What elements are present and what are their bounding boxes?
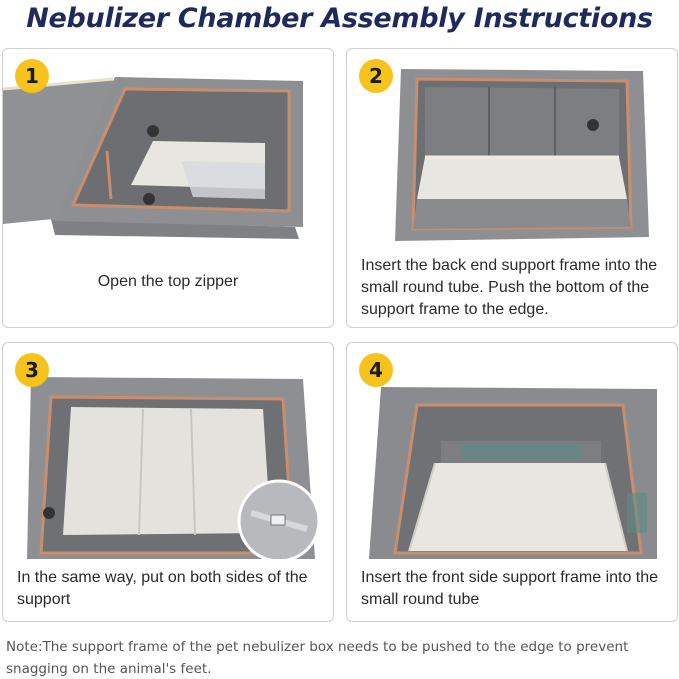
step-card-3: 3 In the same way, put on both sides of … [2,342,334,622]
step-3-photo [23,373,323,559]
step-4-photo [365,383,665,559]
note-text: Note:The support frame of the pet nebuli… [6,639,629,677]
front-frame-illustration [369,387,657,559]
step-card-4: 4 Insert the front side support frame in… [346,342,678,622]
open-zipper-illustration [3,77,303,239]
step-caption: Insert the front side support frame into… [361,569,659,608]
page-title: Nebulizer Chamber Assembly Instructions [26,3,653,34]
step-caption: Insert the back end support frame into t… [361,257,658,318]
back-frame-illustration [395,69,649,241]
step-2-photo [387,59,657,249]
step-number-badge: 1 [15,59,49,93]
step-caption: In the same way, put on both sides of th… [17,569,308,608]
step-number-badge: 2 [359,59,393,93]
side-frame-illustration [27,377,321,559]
step-number-badge: 4 [359,353,393,387]
step-card-1: 1 Open the top zipper [2,48,334,328]
step-card-2: 2 Insert the back end support frame into… [346,48,678,328]
step-number-badge: 3 [15,353,49,387]
step-caption: Open the top zipper [97,273,239,290]
step-1-photo [3,49,333,249]
